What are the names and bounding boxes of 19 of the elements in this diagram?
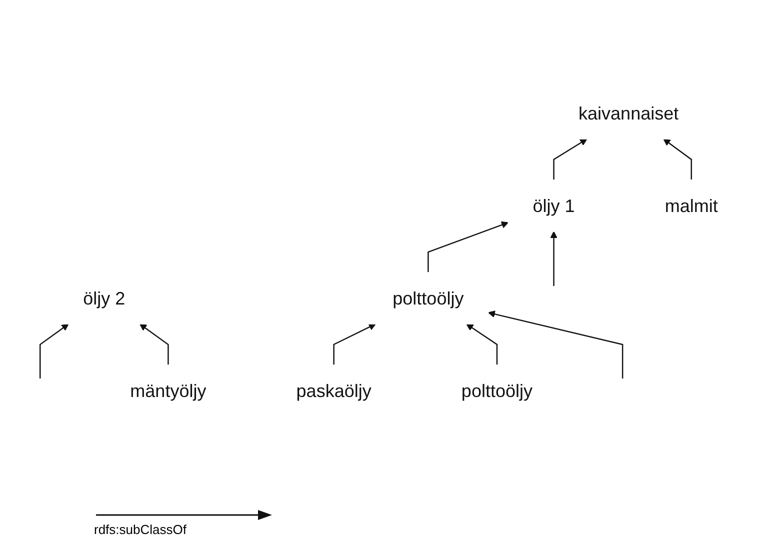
- node-text: öljy 2: [82, 288, 125, 308]
- node-text: mäntyöljy: [130, 380, 206, 401]
- node-text: polttoöljy: [460, 380, 532, 401]
- arrow: [427, 221, 508, 272]
- arrow: [552, 138, 587, 180]
- node-text: paskaöljy: [296, 380, 371, 401]
- legend-label: rdfs:subClassOf: [94, 522, 186, 537]
- class-diagram: kaivannaiset öljy 2 öljy 1 malmit mäntyöljy polttoöljy paskaöljy polttoöljy: [8, 0, 748, 504]
- arrow: [466, 324, 498, 365]
- node-text: öljy 1: [532, 196, 574, 216]
- node-text: polttoöljy: [392, 288, 464, 308]
- arrow: [662, 138, 692, 180]
- arrow: [332, 324, 376, 365]
- arrow: [550, 231, 557, 286]
- arrow: [39, 324, 68, 378]
- arrow: [487, 310, 623, 378]
- node-text: malmit: [664, 196, 718, 216]
- node-text: kaivannaiset: [578, 103, 678, 124]
- arrow: [139, 324, 168, 365]
